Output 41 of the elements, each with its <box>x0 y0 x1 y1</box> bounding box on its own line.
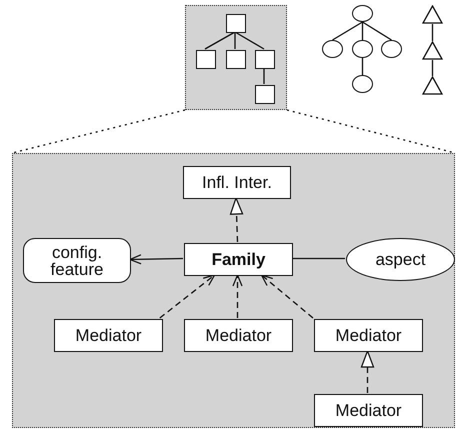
dashed-arrow <box>159 274 216 319</box>
dashed-arrow <box>230 197 244 242</box>
class-box: Mediator <box>314 319 423 352</box>
rounded-box: config. feature <box>23 238 131 283</box>
class-box: Family <box>184 243 293 276</box>
circle-node <box>352 5 373 22</box>
square-node <box>226 14 246 33</box>
class-box: Mediator <box>54 319 163 352</box>
dashed-arrow <box>360 350 374 393</box>
class-box: Mediator <box>314 394 423 427</box>
zoom-region-box <box>12 153 455 428</box>
ellipse-node: aspect <box>346 238 455 281</box>
triangle-node <box>422 41 443 60</box>
connector-line <box>362 58 364 75</box>
class-box: Mediator <box>184 319 293 352</box>
connector-line <box>432 60 434 76</box>
zoom-region-box <box>185 5 287 110</box>
connector-line <box>362 21 392 41</box>
class-box: Infl. Inter. <box>183 166 291 199</box>
connector-line <box>432 24 434 41</box>
square-node <box>226 50 246 69</box>
circle-node <box>352 75 373 93</box>
circle-node <box>381 40 402 58</box>
dashed-arrow <box>232 274 243 318</box>
square-node <box>255 85 275 104</box>
connector-line <box>234 31 264 50</box>
triangle-node <box>422 76 443 95</box>
connector-line <box>292 258 345 260</box>
connector-line <box>234 32 236 49</box>
circle-node <box>322 40 343 58</box>
square-node <box>196 50 216 69</box>
dashed-arrow <box>260 274 314 318</box>
circle-node <box>352 40 373 58</box>
square-node <box>255 50 275 69</box>
triangle-node <box>422 5 443 24</box>
connector-line <box>362 22 364 40</box>
connector-line <box>332 21 363 41</box>
connector-line <box>204 31 236 50</box>
arrow <box>129 254 184 264</box>
zoom-line <box>12 109 186 154</box>
connector-line <box>263 68 265 84</box>
